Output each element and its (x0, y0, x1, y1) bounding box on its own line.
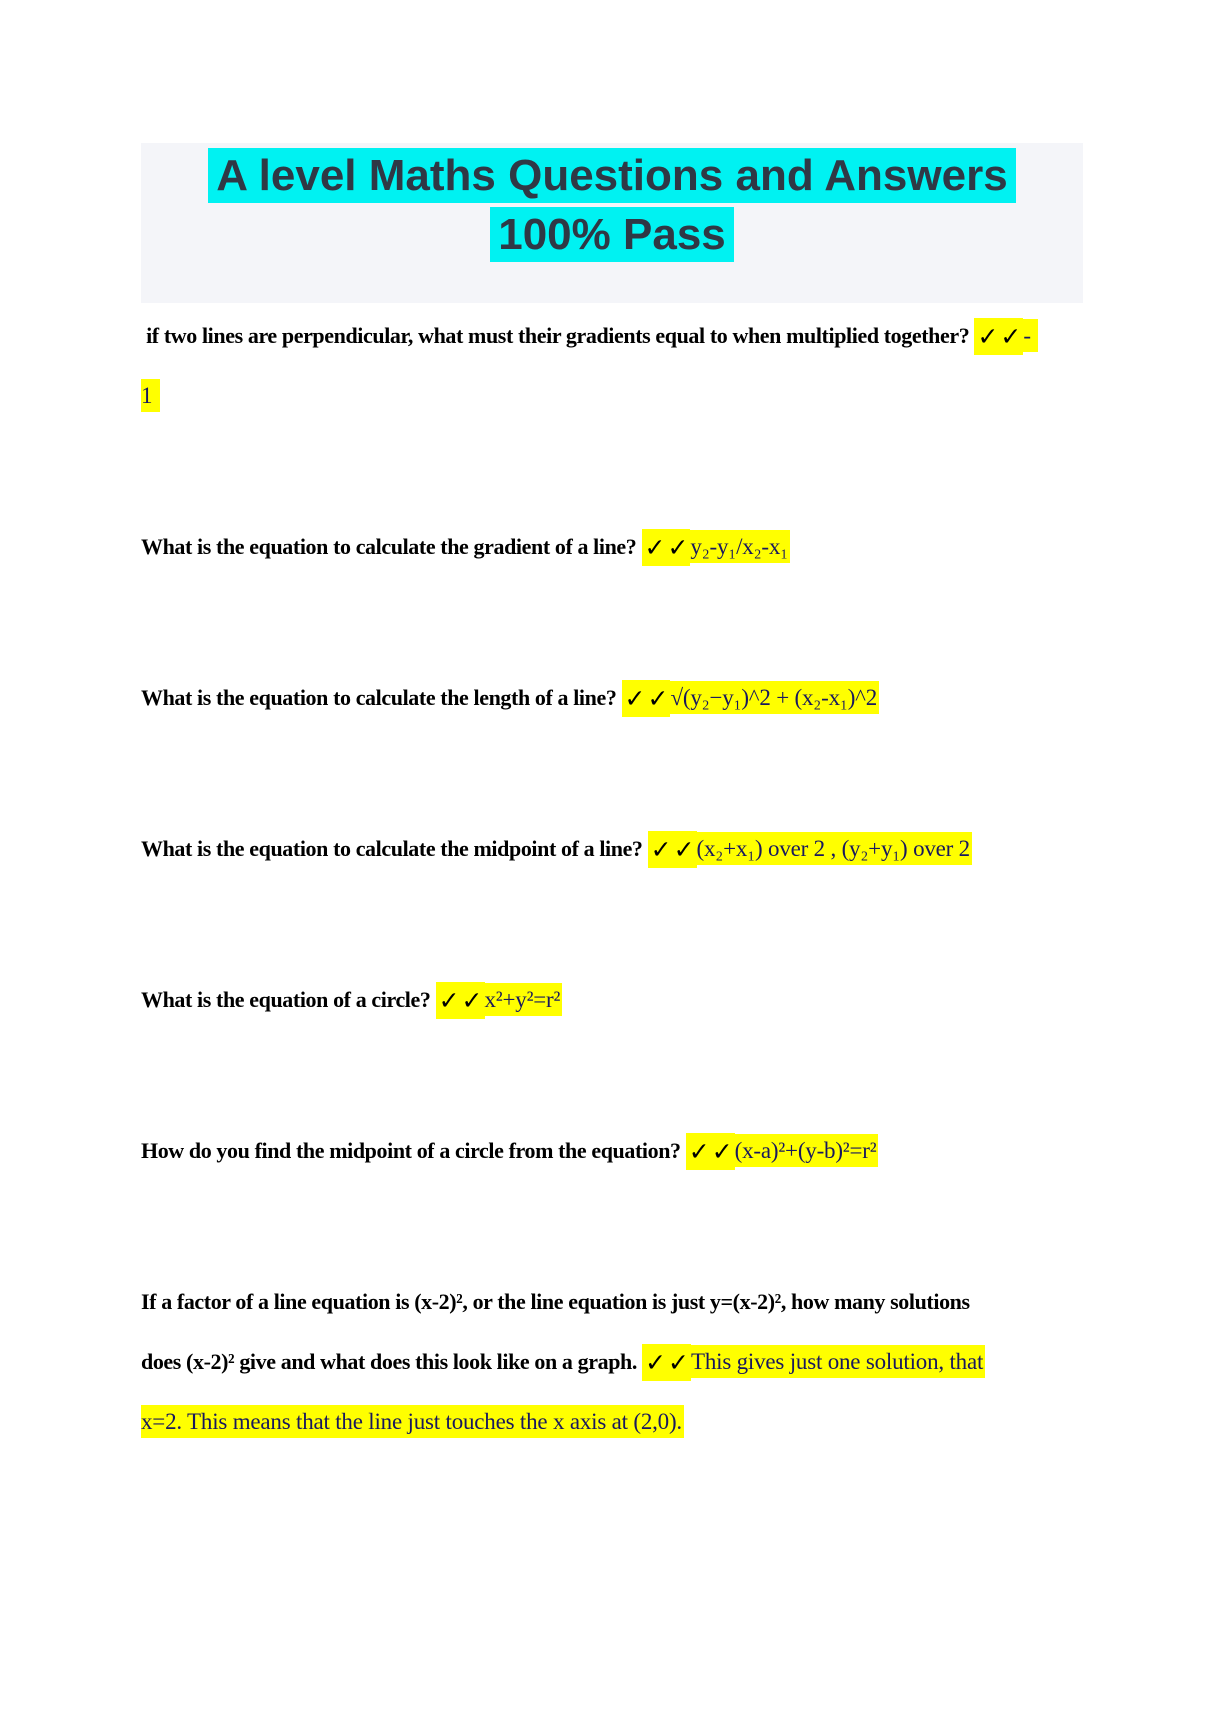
question-text: if two lines are perpendicular, what mus… (141, 323, 975, 348)
document-page: A level Maths Questions and Answers 100%… (0, 143, 1224, 1727)
question-text: does (x-2)² give and what does this look… (141, 1349, 643, 1374)
question-text: What is the equation to calculate the gr… (141, 534, 642, 559)
title-highlight-1: A level Maths Questions and Answers (208, 148, 1016, 203)
title-highlight-2: 100% Pass (490, 207, 734, 262)
text-line: If a factor of a line equation is (x-2)²… (141, 1273, 1083, 1333)
answer-text: - (1023, 319, 1039, 352)
text-line: if two lines are perpendicular, what mus… (141, 307, 1083, 367)
double-checkmark-icon: ✓✓ (435, 982, 485, 1019)
question-paragraph: What is the equation to calculate the gr… (141, 518, 1083, 578)
answer-text: 1 (141, 379, 160, 412)
text-line: What is the equation to calculate the le… (141, 669, 1083, 729)
text-line: How do you find the midpoint of a circle… (141, 1122, 1083, 1182)
question-paragraph: What is the equation of a circle? ✓✓x²+y… (141, 971, 1083, 1031)
page-title-line-2: 100% Pass (141, 205, 1083, 264)
question-text: What is the equation of a circle? (141, 987, 436, 1012)
question-paragraph: if two lines are perpendicular, what mus… (141, 307, 1083, 427)
question-text: If a factor of a line equation is (x-2)²… (141, 1289, 970, 1314)
questions: if two lines are perpendicular, what mus… (141, 307, 1083, 1453)
question-paragraph: What is the equation to calculate the mi… (141, 820, 1083, 880)
text-line: What is the equation to calculate the mi… (141, 820, 1083, 880)
text-line: What is the equation to calculate the gr… (141, 518, 1083, 578)
question-text: What is the equation to calculate the le… (141, 685, 622, 710)
question-text: What is the equation to calculate the mi… (141, 836, 648, 861)
double-checkmark-icon: ✓✓ (641, 529, 691, 566)
text-line: What is the equation of a circle? ✓✓x²+y… (141, 971, 1083, 1031)
title-header-block: A level Maths Questions and Answers 100%… (141, 143, 1083, 303)
double-checkmark-icon: ✓✓ (642, 1344, 691, 1381)
page-title-line-1: A level Maths Questions and Answers (141, 146, 1083, 205)
text-line: 1 (141, 367, 1083, 427)
question-text: How do you find the midpoint of a circle… (141, 1138, 686, 1163)
question-paragraph: How do you find the midpoint of a circle… (141, 1122, 1083, 1182)
text-line: x=2. This means that the line just touch… (141, 1393, 1083, 1453)
double-checkmark-icon: ✓✓ (621, 680, 671, 717)
answer-text: This gives just one solution, that (690, 1345, 986, 1378)
double-checkmark-icon: ✓✓ (974, 318, 1024, 355)
answer-text: x=2. This means that the line just touch… (141, 1405, 684, 1438)
answer-text: x²+y²=r² (484, 983, 563, 1016)
text-line: does (x-2)² give and what does this look… (141, 1333, 1083, 1393)
answer-text: √(y₂−y₁)^2 + (x₂-x₁)^2 (670, 681, 880, 714)
double-checkmark-icon: ✓✓ (685, 1133, 735, 1170)
question-paragraph: If a factor of a line equation is (x-2)²… (141, 1273, 1083, 1453)
answer-text: (x₂+x₁) over 2 , (y₂+y₁) over 2 (696, 832, 972, 865)
double-checkmark-icon: ✓✓ (647, 831, 697, 868)
answer-text: y₂-y₁/x₂-x₁ (690, 530, 790, 563)
question-paragraph: What is the equation to calculate the le… (141, 669, 1083, 729)
answer-text: (x-a)²+(y-b)²=r² (734, 1134, 879, 1167)
